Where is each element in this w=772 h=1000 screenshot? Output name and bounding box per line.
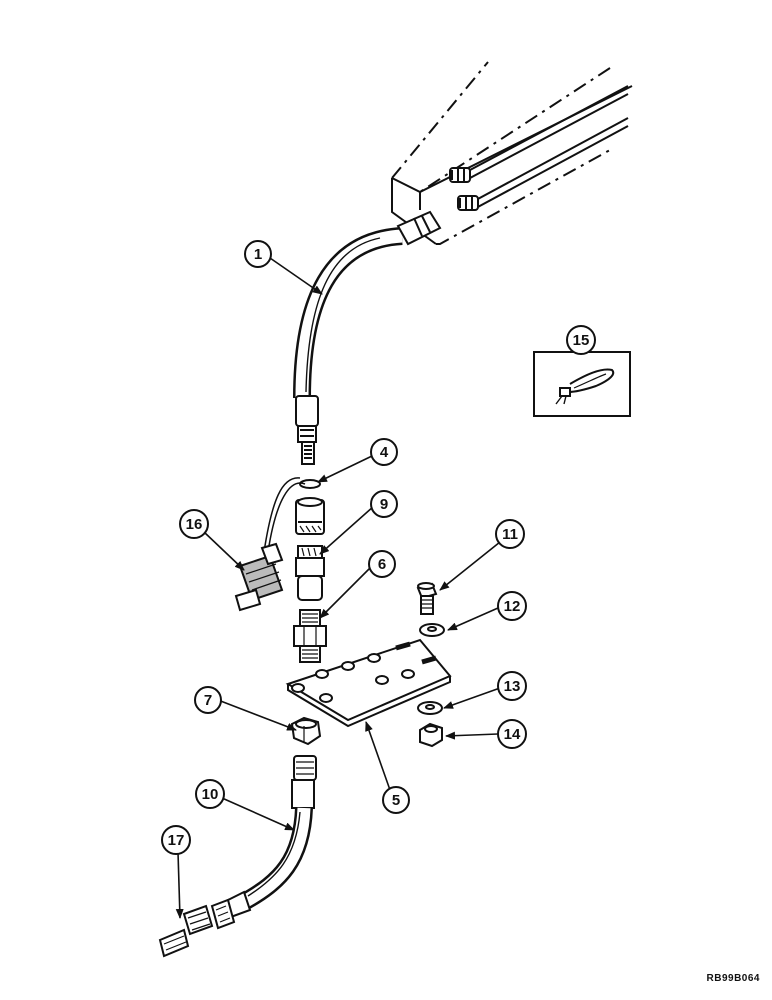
callout-5: 5 [382,786,410,814]
callout-6: 6 [368,550,396,578]
callout-4: 4 [370,438,398,466]
o-ring [299,479,321,489]
svg-text:13: 13 [504,678,521,695]
washer-12 [419,623,445,637]
frame-member [391,61,633,245]
svg-text:9: 9 [380,496,388,513]
washer-13 [417,701,443,715]
callout-16: 16 [179,509,209,539]
adapter-6 [293,609,327,663]
figure-reference-code: RB99B064 [706,973,760,984]
callout-13: 13 [497,671,527,701]
quick-coupler-16 [234,477,306,612]
svg-text:15: 15 [573,332,590,349]
svg-text:11: 11 [502,526,518,543]
hose-assembly-1 [293,210,442,465]
callout-1: 1 [244,240,272,268]
adapter-17 [158,904,214,958]
svg-text:16: 16 [186,516,203,533]
svg-text:1: 1 [254,246,262,263]
hose-assembly-10 [210,755,317,930]
svg-text:6: 6 [378,556,386,573]
fitting-4 [295,497,325,535]
leader-1 [269,257,323,295]
svg-text:14: 14 [504,726,521,743]
callout-11: 11 [495,519,525,549]
leader-6 [319,567,371,619]
svg-text:4: 4 [380,444,389,461]
adapter-9 [295,545,325,601]
callout-7: 7 [194,686,222,714]
callout-17: 17 [161,825,191,855]
leader-9 [319,505,375,555]
leader-5 [365,721,391,791]
leader-10 [221,797,295,831]
svg-text:5: 5 [392,792,400,809]
callout-10: 10 [195,779,225,809]
mounting-plate-5 [285,638,452,728]
callout-15: 15 [566,325,596,355]
nut-14 [419,722,443,748]
leader-13 [443,687,501,709]
callout-12: 12 [497,591,527,621]
svg-text:17: 17 [168,832,185,849]
callout-9: 9 [370,490,398,518]
leader-lines [175,257,582,919]
leader-16 [203,531,245,571]
leader-14 [445,731,499,740]
svg-text:10: 10 [202,786,219,803]
leader-17 [175,851,184,919]
leader-12 [447,607,499,631]
leader-7 [217,699,297,731]
bolt-11 [416,582,438,615]
svg-text:12: 12 [504,598,521,615]
svg-text:7: 7 [204,692,212,709]
leader-11 [439,541,501,591]
nut-7 [290,716,322,746]
leader-4 [317,455,373,483]
inset-box-15 [533,351,631,417]
callout-14: 14 [497,719,527,749]
